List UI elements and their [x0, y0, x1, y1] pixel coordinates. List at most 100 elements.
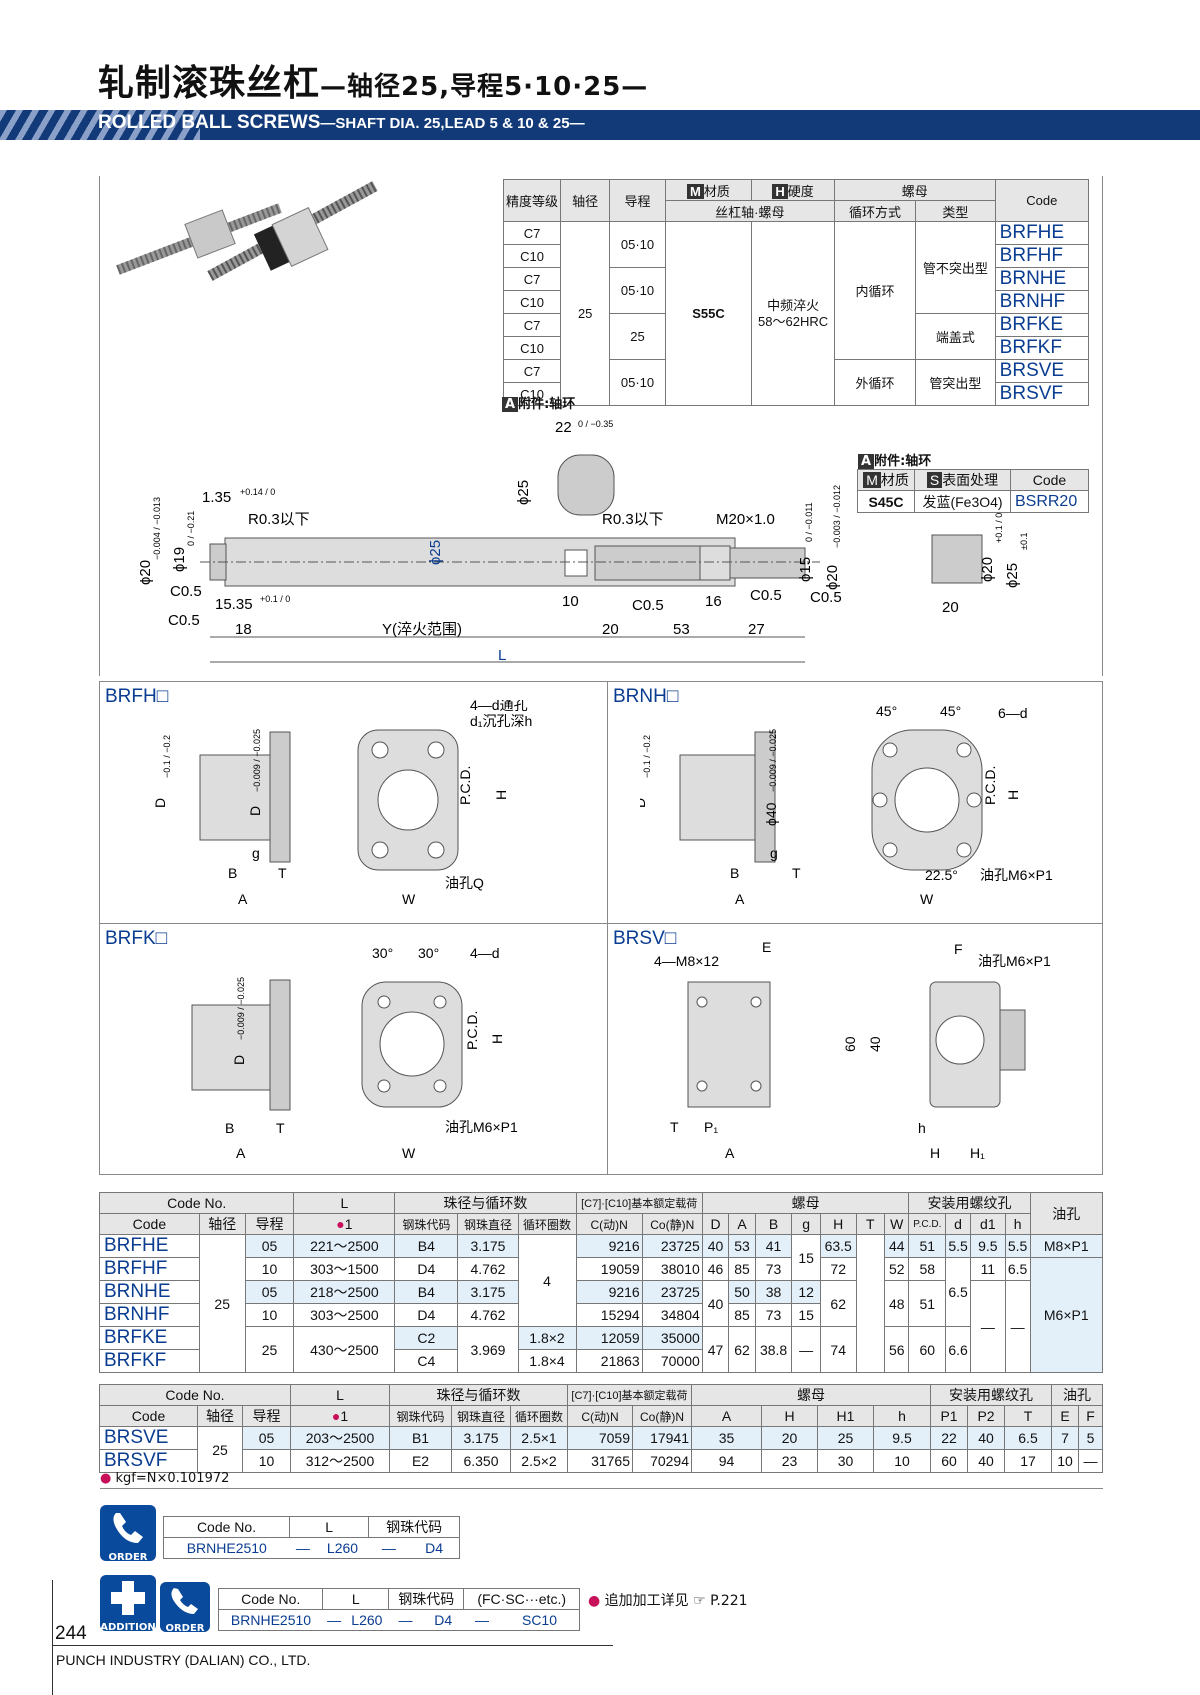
svg-text:−0.1 / −0.2: −0.1 / −0.2	[642, 735, 652, 778]
code-brnhe[interactable]: BRNHE	[994, 267, 1090, 291]
dim-18: 18	[235, 621, 252, 638]
svg-text:W: W	[920, 891, 934, 907]
code-brnhf[interactable]: BRNHF	[994, 290, 1090, 314]
svg-text:油孔M6×P1: 油孔M6×P1	[978, 953, 1051, 969]
svg-text:D: D	[152, 798, 168, 808]
svg-text:P.C.D.: P.C.D.	[464, 1011, 480, 1050]
svg-text:A: A	[236, 1145, 246, 1161]
dim-phi20-tol: −0.004 / −0.013	[152, 497, 162, 560]
svg-text:ϕ40: ϕ40	[763, 802, 779, 826]
drawing-brnh: D −0.1 / −0.2 ϕ40 −0.009 / −0.025 g B T …	[640, 703, 1053, 907]
code-brnhe[interactable]: BRNHE	[99, 1280, 200, 1304]
dim-l: L	[498, 647, 506, 664]
dim-phi15: ϕ15	[797, 557, 814, 582]
lead-cell: 05·10	[609, 221, 666, 268]
prec-cell: C7	[502, 267, 562, 291]
dim-135: 1.35	[202, 489, 231, 506]
svg-text:P₁: P₁	[704, 1119, 718, 1135]
code-brfhf[interactable]: BRFHF	[99, 1257, 200, 1281]
shaft-right-end	[729, 547, 806, 579]
shaft-thread	[699, 545, 731, 581]
addition-badge: ADDITION	[100, 1575, 156, 1633]
svg-text:H: H	[489, 1034, 505, 1044]
page-ref-link[interactable]: P.221	[710, 1593, 748, 1609]
svg-text:−0.1 / −0.2: −0.1 / −0.2	[162, 735, 172, 778]
shaft-flat	[564, 549, 588, 577]
code-brfhe[interactable]: BRFHE	[994, 221, 1090, 245]
dimension-table-2: Code No. L 珠径与循环数 [C7]·[C10]基本额定载荷 螺母 安装…	[99, 1384, 1103, 1473]
dim-22-tol: 0 / −0.35	[578, 419, 613, 429]
svg-text:30°: 30°	[372, 945, 393, 961]
dim-collar-phi20-tol: +0.1 / 0	[994, 513, 1004, 543]
dim-phi25: ϕ25	[427, 540, 444, 565]
note-r03a: R0.3以下	[248, 511, 310, 528]
prec-cell: C7	[502, 359, 562, 383]
code-brfkf[interactable]: BRFKF	[994, 336, 1090, 360]
dim-phi20b: ϕ20	[824, 565, 841, 590]
kgf-note: ● kgf=N×0.101972	[100, 1471, 1103, 1489]
code-brsvf[interactable]: BRSVF	[994, 382, 1090, 406]
dim-1535-tol: +0.1 / 0	[260, 594, 290, 604]
code-brsve[interactable]: BRSVE	[99, 1426, 198, 1450]
code-brsvf[interactable]: BRSVF	[99, 1449, 198, 1473]
svg-text:60: 60	[842, 1036, 858, 1052]
svg-text:6—d: 6—d	[998, 705, 1028, 721]
code-brfke[interactable]: BRFKE	[994, 313, 1090, 337]
svg-text:B: B	[228, 865, 237, 881]
type-a-cell: 管不突出型	[915, 221, 996, 314]
page-number: 244	[55, 1623, 87, 1644]
nut-sections-frame	[99, 681, 1103, 1175]
svg-text:T: T	[670, 1119, 679, 1135]
svg-text:H: H	[493, 790, 509, 800]
lead-cell: 05·10	[609, 267, 666, 314]
svg-text:T: T	[792, 865, 801, 881]
section-title-brfk: BRFK□	[105, 928, 168, 949]
phone-icon	[113, 1513, 143, 1543]
dimension-table-1: Code No. L 珠径与循环数 [C7]·[C10]基本额定载荷 螺母 安装…	[98, 1192, 1104, 1373]
dim-27: 27	[748, 621, 765, 638]
dim-10: 10	[562, 593, 579, 610]
dim-phi15-tol: 0 / −0.011	[804, 502, 814, 542]
h-precision: 精度等级	[502, 179, 562, 222]
page-title: 轧制滚珠丝杠—轴径25,导程5·10·25—	[98, 63, 649, 104]
svg-text:油孔M6×P1: 油孔M6×P1	[980, 867, 1053, 883]
order-example-code[interactable]: BRNHE2510	[162, 1537, 290, 1559]
svg-text:g: g	[770, 845, 778, 861]
code-brsve[interactable]: BRSVE	[994, 359, 1090, 383]
svg-text:A: A	[238, 891, 248, 907]
dim-phi19-tol: 0 / −0.21	[186, 511, 196, 546]
dim-53: 53	[673, 621, 690, 638]
svg-text:油孔M6×P1: 油孔M6×P1	[445, 1119, 518, 1135]
dim-16: 16	[705, 593, 722, 610]
section-title-brfh: BRFH□	[105, 686, 169, 707]
h-shaft: 轴径	[560, 179, 611, 222]
top-frame	[99, 176, 1103, 676]
hardness-cell: 中频淬火 58～62HRC	[751, 221, 835, 406]
dim-collar-phi25-tol: ±0.1	[1019, 533, 1029, 550]
dim-phi25-top: ϕ25	[515, 480, 532, 505]
code-brfke[interactable]: BRFKE	[99, 1326, 200, 1350]
code-brfhf[interactable]: BRFHF	[994, 244, 1090, 268]
code-brfkf[interactable]: BRFKF	[99, 1349, 200, 1373]
prec-cell: C10	[502, 336, 562, 360]
in-icon: ●	[336, 1216, 345, 1232]
section-title-brsv: BRSV□	[613, 928, 677, 949]
code-brfhe[interactable]: BRFHE	[99, 1234, 200, 1258]
addition-example-code[interactable]: BRNHE2510	[217, 1609, 323, 1631]
dim-phi19: ϕ19	[171, 547, 188, 572]
code-brnhf[interactable]: BRNHF	[99, 1303, 200, 1327]
prec-cell: C10	[502, 244, 562, 268]
svg-text:A: A	[735, 891, 745, 907]
prec-cell: C7	[502, 221, 562, 245]
lead-cell: 05·10	[609, 359, 666, 406]
h-badge: H	[772, 183, 788, 199]
code-bsrr20[interactable]: BSRR20	[1009, 490, 1090, 513]
svg-text:P.C.D.: P.C.D.	[457, 766, 473, 805]
dim-collar-phi20: ϕ20	[979, 557, 996, 582]
svg-text:W: W	[402, 891, 416, 907]
dim-1535: 15.35	[215, 596, 253, 613]
